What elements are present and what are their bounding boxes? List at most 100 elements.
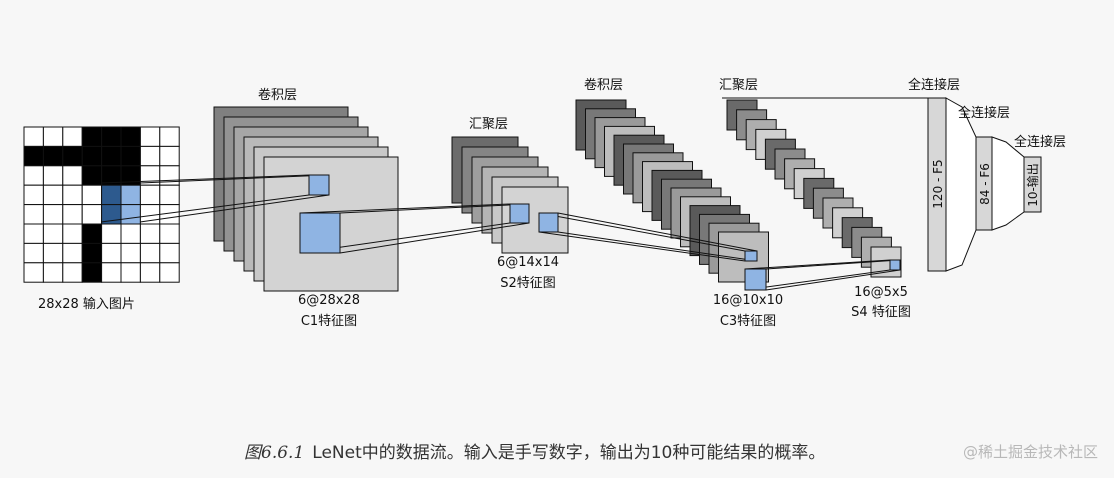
- input-pixel: [62, 262, 83, 283]
- input-pixel: [23, 242, 44, 264]
- s2-patch-1: [509, 203, 530, 224]
- input-pixel: [120, 223, 141, 244]
- input-pixel: [159, 126, 180, 147]
- input-pixel: [23, 204, 44, 225]
- connection-line: [744, 269, 891, 291]
- input-pixel: [159, 145, 180, 167]
- input-pixel: [81, 204, 103, 225]
- connection-line: [100, 194, 310, 223]
- input-pixel: [81, 145, 103, 167]
- input-pixel: [120, 204, 141, 225]
- input-pixel: [139, 262, 161, 283]
- input-pixel: [62, 126, 83, 147]
- fc-funnel-2: [991, 136, 1025, 231]
- watermark: @稀土掘金技术社区: [962, 443, 1098, 461]
- conv2-title: 卷积层: [584, 77, 623, 93]
- pool2-title: 汇聚层: [719, 78, 758, 93]
- input-pixel: [23, 184, 44, 206]
- fc1-title: 全连接层: [908, 77, 960, 93]
- connection-line: [538, 212, 746, 252]
- c1-large-patch: [299, 212, 341, 254]
- input-pixel: [139, 126, 161, 147]
- input-pixel: [101, 223, 122, 244]
- f5-label: 120 - F5: [931, 159, 945, 208]
- c1-small-patch: [308, 174, 330, 196]
- c1-name: C1特征图: [301, 314, 357, 329]
- f5-layer: [927, 97, 947, 272]
- s4-name: S4 特征图: [851, 305, 911, 320]
- caption-text: LeNet中的数据流。输入是手写数字，输出为10种可能结果的概率。: [312, 443, 826, 463]
- connection-line: [557, 231, 758, 262]
- input-pixel: [42, 126, 64, 147]
- figure-caption: 图6.6.1 LeNet中的数据流。输入是手写数字，输出为10种可能结果的概率。: [244, 438, 825, 463]
- connection-line: [744, 259, 891, 270]
- c3-small-patch: [744, 250, 758, 262]
- connection-line: [339, 222, 530, 254]
- input-pixel: [81, 165, 103, 186]
- input-pixel: [62, 165, 83, 186]
- c3-large-patch: [744, 268, 767, 291]
- s4-patch: [889, 259, 901, 271]
- input-pixel: [23, 145, 44, 167]
- input-pixel: [159, 262, 180, 283]
- input-pixel: [159, 184, 180, 206]
- connection-line: [765, 269, 901, 291]
- s2-name: S2特征图: [500, 276, 556, 291]
- connection-line: [339, 203, 530, 214]
- input-pixel: [101, 145, 122, 167]
- input-pixel: [101, 184, 122, 206]
- c1-dims: 6@28x28: [298, 293, 360, 308]
- input-pixel: [42, 262, 64, 283]
- connection-line: [538, 231, 746, 262]
- output-label: 10-输出: [1025, 163, 1040, 207]
- connection-line: [139, 194, 330, 223]
- input-pixel: [81, 184, 103, 206]
- input-pixel: [62, 204, 83, 225]
- input-pixel: [62, 242, 83, 264]
- input-pixel: [81, 242, 103, 264]
- caption-number: 图6.6.1: [244, 443, 305, 463]
- c3-dims: 16@10x10: [713, 293, 783, 308]
- input-pixel: [81, 262, 103, 283]
- input-pixel: [62, 184, 83, 206]
- s2-feature-maps: [451, 136, 569, 254]
- input-image-grid: [23, 126, 180, 283]
- input-pixel: [42, 223, 64, 244]
- connection-line: [765, 259, 901, 270]
- f6-label: 84 - F6: [978, 163, 992, 205]
- input-pixel: [81, 126, 103, 147]
- conv1-title: 卷积层: [258, 87, 297, 103]
- input-label: 28x28 输入图片: [38, 296, 135, 312]
- input-pixel: [139, 242, 161, 264]
- c3-name: C3特征图: [720, 314, 776, 329]
- highlight-patches: [299, 174, 901, 291]
- input-pixel: [42, 165, 64, 186]
- input-pixel: [23, 223, 44, 244]
- input-pixel: [139, 145, 161, 167]
- input-pixel: [139, 223, 161, 244]
- feature-map: [263, 156, 399, 292]
- input-pixel: [101, 242, 122, 264]
- s4-feature-maps: [726, 99, 902, 278]
- input-pixel: [23, 262, 44, 283]
- input-pixel: [120, 126, 141, 147]
- fc-funnel-1: [945, 97, 977, 272]
- input-pixel: [62, 145, 83, 167]
- connection-line: [557, 212, 758, 252]
- s2-patch-2: [538, 212, 559, 233]
- input-pixel: [23, 126, 44, 147]
- input-pixel: [120, 262, 141, 283]
- s2-dims: 6@14x14: [497, 255, 559, 270]
- pool1-title: 汇聚层: [469, 117, 508, 132]
- connection-line: [299, 203, 511, 214]
- input-pixel: [101, 262, 122, 283]
- input-pixel: [42, 204, 64, 225]
- fc2-title: 全连接层: [958, 105, 1010, 121]
- c1-feature-maps: [213, 106, 399, 292]
- input-pixel: [42, 242, 64, 264]
- input-pixel: [42, 184, 64, 206]
- input-pixel: [23, 165, 44, 186]
- input-pixel: [101, 126, 122, 147]
- connection-line: [139, 174, 330, 184]
